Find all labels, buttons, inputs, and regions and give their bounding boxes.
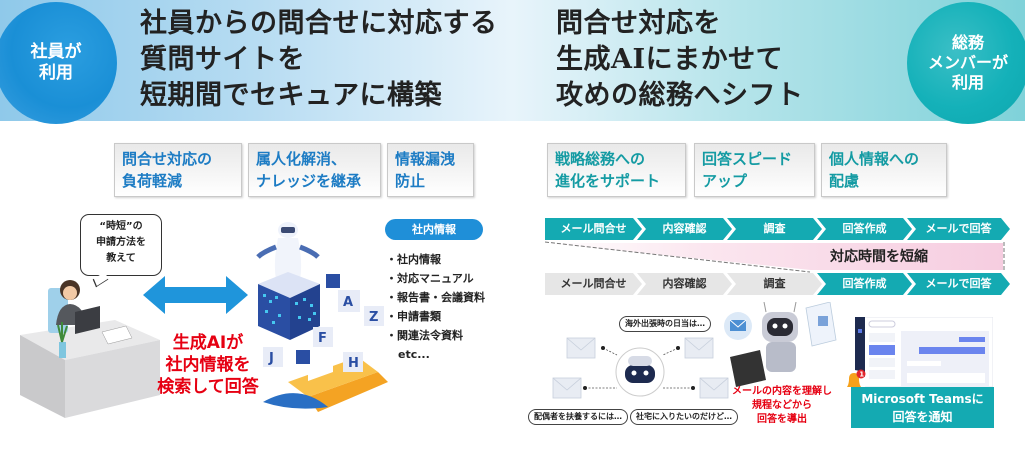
flow-step-content-check: 内容確認 <box>637 273 732 295</box>
double-arrow-icon <box>143 276 248 314</box>
employee-use-badge: 社員が 利用 <box>0 2 117 124</box>
header-band <box>0 0 1025 121</box>
teams-chat-window-illustration <box>855 317 993 387</box>
svg-text:H: H <box>348 356 359 371</box>
info-item: ・対応マニュアル <box>386 272 474 285</box>
feature-speed-up: 回答スピード アップ <box>694 143 815 197</box>
headline-line: 社員からの問合せに対応する <box>140 8 498 39</box>
internal-info-list: ・社内情報 ・対応マニュアル ・報告書・会議資料 ・申請書類 ・関連法令資料 e… <box>386 250 485 364</box>
headline-line: 生成AIにまかせて <box>556 44 784 75</box>
info-etc: etc... <box>398 348 430 361</box>
svg-text:Z: Z <box>369 310 378 325</box>
right-headline: 問合せ対応を 生成AIにまかせて 攻めの総務へシフト <box>556 6 804 114</box>
flow-step-draft-answer: 回答作成 <box>817 218 912 240</box>
flow-step-investigation: 調査 <box>727 218 822 240</box>
robot-at-laptop-illustration <box>724 302 837 387</box>
feature-knowledge-transfer: 属人化解消、 ナレッジを継承 <box>248 143 381 197</box>
feature-load-reduction: 問合せ対応の 負荷軽減 <box>114 143 242 197</box>
info-item: ・社内情報 <box>386 253 441 266</box>
flow-step-investigation: 調査 <box>727 273 822 295</box>
ai-search-caption: 生成AIが 社内情報を 検索して回答 <box>157 333 259 397</box>
flow-step-mail-inquiry: メール問合せ <box>545 218 642 240</box>
flow-after: メール問合せ 内容確認 調査 回答作成 メールで回答 <box>545 273 1010 295</box>
time-reduction-label: 対応時間を短縮 <box>830 249 928 265</box>
mail-network-illustration <box>552 337 729 399</box>
badge-line: メンバーが <box>927 53 1008 72</box>
teams-notification-banner: Microsoft Teamsに 回答を通知 <box>851 387 994 428</box>
flow-step-draft-answer: 回答作成 <box>817 273 912 295</box>
left-headline: 社員からの問合せに対応する 質問サイトを 短期間でセキュアに構築 <box>140 6 498 114</box>
badge-line: 社員が <box>30 41 82 62</box>
employee-speech-bubble: “時短”の 申請方法を 教えて <box>80 214 162 276</box>
feature-privacy: 個人情報への 配慮 <box>821 143 947 197</box>
badge-line: 利用 <box>951 73 984 92</box>
headline-line: 短期間でセキュアに構築 <box>140 80 442 111</box>
robot-caption: メールの内容を理解し 規程などから 回答を導出 <box>732 386 832 425</box>
info-item: ・関連法令資料 <box>386 329 463 342</box>
flow-step-mail-inquiry: メール問合せ <box>545 273 642 295</box>
internal-info-pill: 社内情報 <box>385 219 483 240</box>
info-item: ・申請書類 <box>386 310 441 323</box>
svg-text:A: A <box>343 295 353 310</box>
svg-text:F: F <box>318 331 327 346</box>
ga-member-use-badge: 総務 メンバーが 利用 <box>907 2 1025 124</box>
question-bubble-overseas-allowance: 海外出張時の日当は… <box>619 316 711 332</box>
info-item: ・報告書・会議資料 <box>386 291 485 304</box>
employee-desk-illustration <box>20 280 160 418</box>
ai-knowledge-cube-illustration: A F J H Z <box>256 222 388 412</box>
badge-line: 総務 <box>951 33 984 52</box>
flow-step-content-check: 内容確認 <box>637 218 732 240</box>
svg-text:1: 1 <box>859 371 864 379</box>
feature-leak-prevention: 情報漏洩 防止 <box>387 143 474 197</box>
feature-strategic-ga: 戦略総務への 進化をサポート <box>547 143 686 197</box>
flow-before: メール問合せ 内容確認 調査 回答作成 メールで回答 <box>545 218 1010 240</box>
question-bubble-spouse-dependency: 配偶者を扶養するには… <box>528 409 628 425</box>
badge-line: 利用 <box>39 63 73 83</box>
question-bubble-company-housing: 社宅に入りたいのだけど… <box>630 409 738 425</box>
svg-text:J: J <box>268 351 274 366</box>
headline-line: 質問サイトを <box>140 44 305 75</box>
time-reduction-guide-lines <box>545 241 1005 273</box>
flow-step-reply-mail: メールで回答 <box>907 273 1010 295</box>
headline-line: 攻めの総務へシフト <box>556 80 804 111</box>
flow-step-reply-mail: メールで回答 <box>907 218 1010 240</box>
headline-line: 問合せ対応を <box>556 8 721 39</box>
